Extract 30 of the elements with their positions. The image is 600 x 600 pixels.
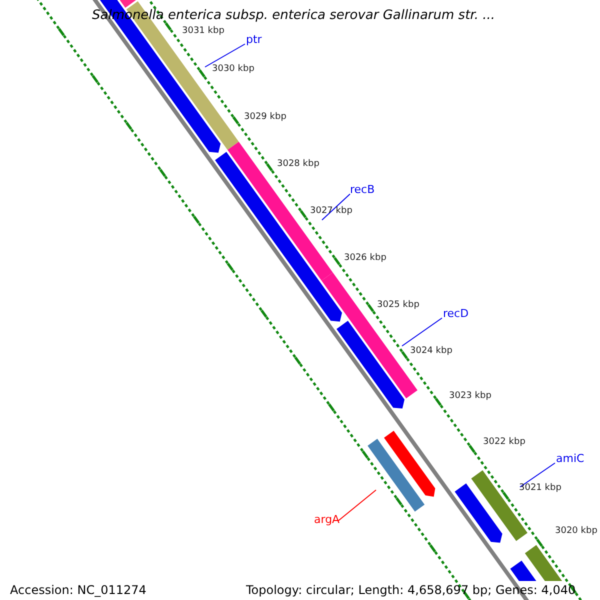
leader-line — [402, 318, 442, 346]
leader-line — [322, 194, 350, 220]
scale-label: 3023 kbp — [449, 391, 492, 401]
gene-label: amiC — [556, 452, 584, 465]
scale-label: 3022 kbp — [483, 437, 526, 447]
scale-label: 3029 kbp — [244, 112, 286, 122]
scale-label: 3025 kbp — [377, 300, 420, 310]
leader-line — [338, 490, 376, 522]
map-info-text: Accession: NC_011274 — [9, 582, 148, 598]
leader-line — [204, 44, 246, 68]
scale-label: 3024 kbp — [410, 346, 452, 356]
gene-bar — [368, 438, 425, 512]
scale-label: 3020 kbp — [555, 526, 598, 536]
scale-label: 3028 kbp — [277, 159, 320, 169]
scale-label: 3027 kbp — [310, 206, 352, 216]
scale-label: 3030 kbp — [212, 64, 254, 74]
gene-bar — [524, 545, 562, 581]
gene-bar — [454, 483, 502, 543]
gene-bar — [228, 142, 333, 281]
scale-label: 3031 kbp — [182, 26, 224, 36]
scale-label: 3021 kbp — [519, 483, 562, 493]
gene-bar — [384, 430, 436, 497]
gene-label: recB — [350, 183, 375, 196]
gene-bar — [336, 320, 404, 408]
gene-label: argA — [314, 513, 340, 526]
leader-line — [520, 462, 556, 488]
gene-bar — [510, 560, 536, 581]
scale-label: 3026 kbp — [344, 253, 386, 263]
gene-label: recD — [443, 307, 469, 320]
gene-label: ptr — [246, 33, 262, 46]
